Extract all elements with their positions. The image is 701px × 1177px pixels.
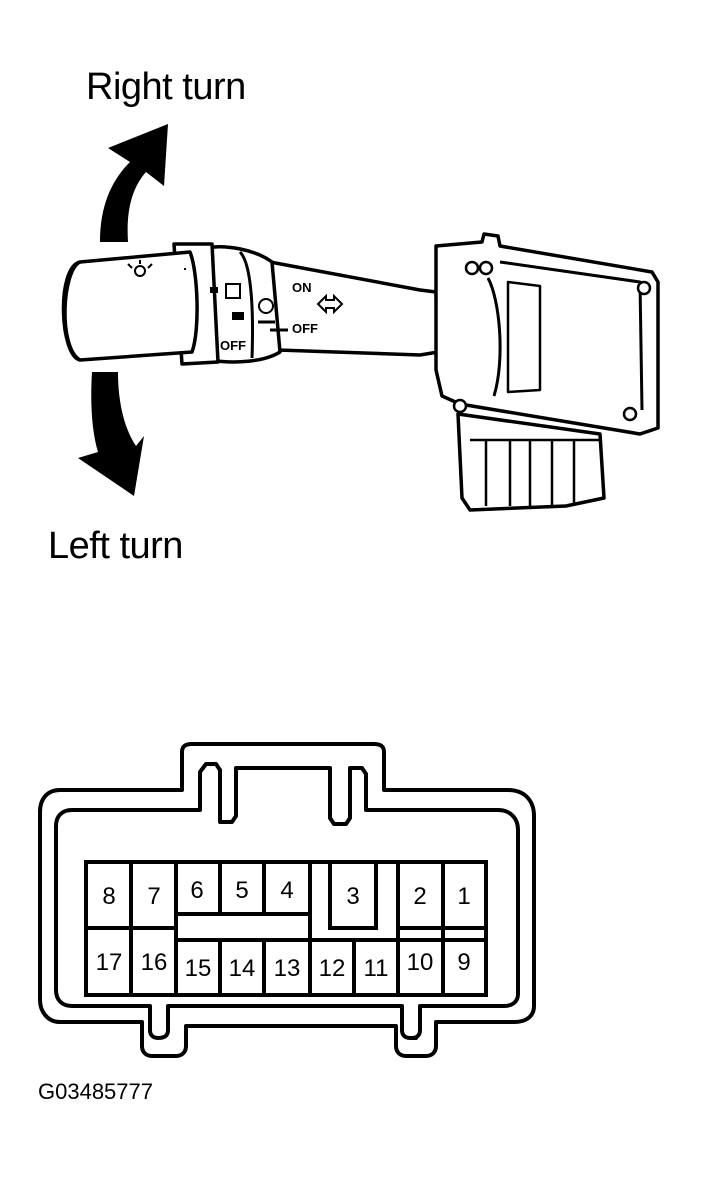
pin-13: 13 <box>274 955 301 982</box>
pin-12: 12 <box>319 955 346 982</box>
pin-3: 3 <box>346 883 359 910</box>
pin-15: 15 <box>185 955 212 982</box>
pin-7: 7 <box>147 883 160 910</box>
off-lower-marking: OFF <box>220 338 246 353</box>
connector-housing <box>38 742 536 1058</box>
pin-4: 4 <box>280 877 293 904</box>
pin-14: 14 <box>229 955 256 982</box>
left-turn-label: Left turn <box>48 525 183 567</box>
pin-5: 5 <box>235 877 248 904</box>
pin-2: 2 <box>413 883 426 910</box>
pin-labels-top: 8 7 6 5 4 3 2 1 <box>102 877 470 910</box>
pin-17: 17 <box>96 949 123 976</box>
switch-connector-plug <box>456 412 606 512</box>
right-turn-arrow <box>100 124 168 242</box>
off-marking: OFF <box>292 321 318 336</box>
pin-6: 6 <box>190 877 203 904</box>
pin-11: 11 <box>364 955 389 982</box>
lever-markings: ON OFF OFF <box>127 260 344 353</box>
pin-10: 10 <box>407 949 434 976</box>
pin-8: 8 <box>102 883 115 910</box>
figure-id: G03485777 <box>38 1079 153 1104</box>
pin-labels-bottom: 17 16 15 14 13 12 11 10 9 <box>96 949 471 982</box>
right-turn-label: Right turn <box>86 66 246 108</box>
switch-body <box>434 232 660 436</box>
on-marking: ON <box>292 280 312 295</box>
connector-pin-grid <box>84 860 488 997</box>
left-turn-arrow <box>78 372 144 496</box>
pin-16: 16 <box>141 949 168 976</box>
turn-signal-lever <box>61 242 440 366</box>
pin-1: 1 <box>457 883 470 910</box>
pin-9: 9 <box>457 949 470 976</box>
